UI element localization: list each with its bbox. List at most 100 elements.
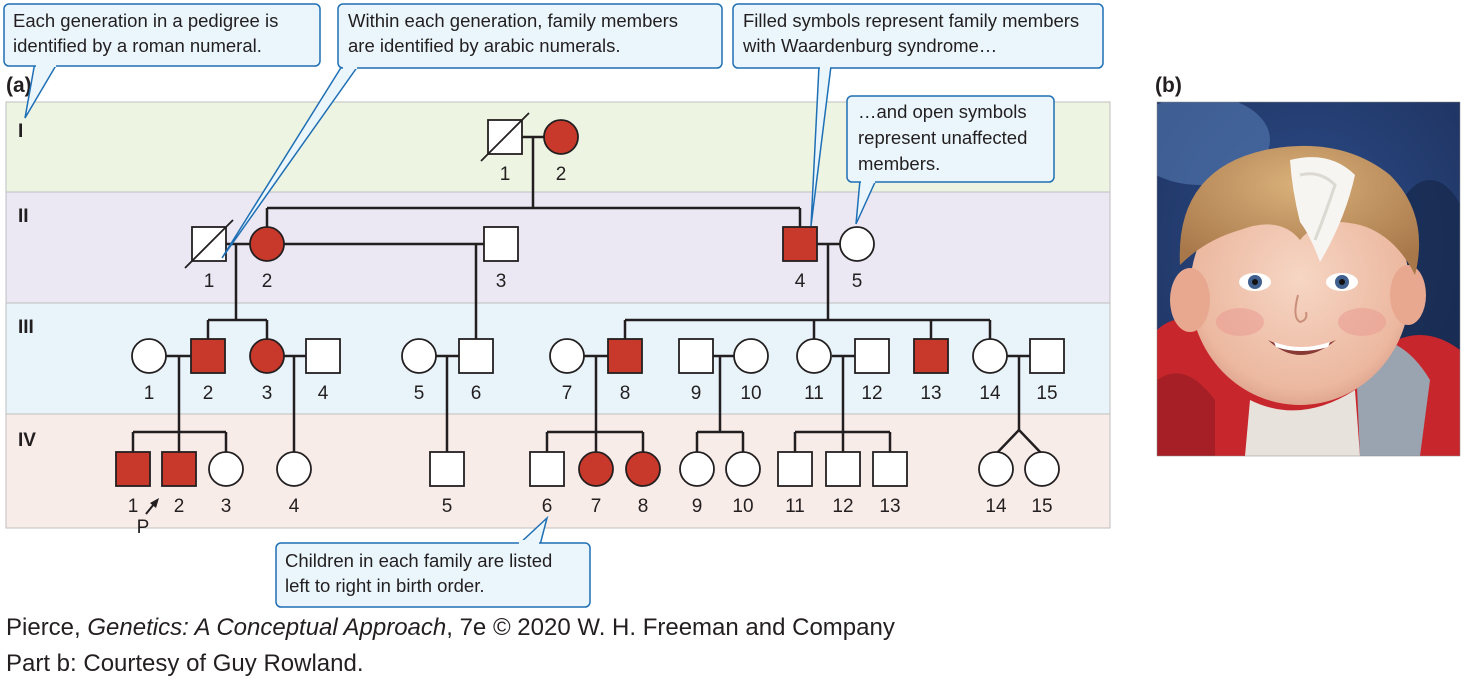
gen-label-II: II — [18, 206, 29, 227]
pedigree-lines — [131, 135, 1043, 455]
individual-II-5: 5 — [839, 226, 875, 292]
individual-IV-2: 2 — [161, 451, 197, 517]
individual-number: 12 — [861, 383, 882, 404]
individual-III-10: 10 — [733, 338, 769, 404]
individual-number: 5 — [414, 383, 425, 404]
male-symbol — [529, 451, 565, 487]
individual-number: 3 — [262, 383, 273, 404]
male-symbol — [115, 451, 151, 487]
individual-number: 13 — [920, 383, 941, 404]
individual-I-1: 1 — [480, 112, 530, 185]
proband-arrow: P — [137, 498, 159, 538]
callout-filled-line1: Filled symbols represent family members — [743, 10, 1079, 31]
individual-IV-6: 6 — [529, 451, 565, 517]
individual-number: 2 — [203, 383, 214, 404]
individual-III-4: 4 — [305, 338, 341, 404]
individual-IV-15: 15 — [1024, 451, 1060, 517]
male-symbol — [607, 338, 643, 374]
credit-line-1-suffix: , 7e © 2020 W. H. Freeman and Company — [446, 614, 895, 641]
individual-number: 4 — [289, 496, 300, 517]
individual-IV-7: 7 — [578, 451, 614, 517]
individual-number: 7 — [562, 383, 573, 404]
callout-open: …and open symbols represent unaffected m… — [846, 95, 1055, 225]
individual-number: 3 — [221, 496, 232, 517]
female-symbol — [276, 451, 312, 487]
male-symbol — [913, 338, 949, 374]
individual-number: 11 — [804, 383, 824, 404]
individual-III-15: 15 — [1029, 338, 1065, 404]
individual-number: 14 — [985, 496, 1007, 517]
female-symbol — [401, 338, 437, 374]
female-symbol — [978, 451, 1014, 487]
individual-II-2: 2 — [249, 226, 285, 292]
individual-III-11: 11 — [796, 338, 832, 404]
male-symbol — [782, 226, 818, 262]
female-symbol — [543, 119, 579, 155]
individual-number: 7 — [591, 496, 602, 517]
female-symbol — [839, 226, 875, 262]
individual-IV-12: 12 — [825, 451, 861, 517]
individual-IV-9: 9 — [679, 451, 715, 517]
individual-number: 10 — [740, 383, 761, 404]
individual-III-12: 12 — [854, 338, 890, 404]
callout-birth-line1: Children in each family are listed — [285, 550, 552, 571]
callout-open-line3: members. — [858, 153, 940, 174]
individual-number: 1 — [500, 164, 511, 185]
callout-open-line1: …and open symbols — [858, 101, 1027, 122]
individual-number: 2 — [556, 164, 567, 185]
individual-IV-13: 13 — [872, 451, 908, 517]
individual-III-6: 6 — [458, 338, 494, 404]
child-photo — [1156, 101, 1461, 457]
callout-filled: Filled symbols represent family members … — [732, 3, 1104, 227]
callout-birth-order: Children in each family are listed left … — [275, 515, 591, 608]
proband-label: P — [137, 517, 150, 538]
individual-number: 6 — [471, 383, 482, 404]
callout-filled-line2: with Waardenburg syndrome… — [742, 35, 997, 56]
callout-arabic-line2: are identified by arabic numerals. — [348, 35, 621, 56]
individual-number: 15 — [1036, 383, 1057, 404]
individual-IV-8: 8 — [625, 451, 661, 517]
individual-III-9: 9 — [678, 338, 714, 404]
female-symbol — [796, 338, 832, 374]
callout-arabic: Within each generation, family members a… — [221, 3, 723, 259]
male-symbol — [190, 338, 226, 374]
deceased-slash — [480, 112, 530, 162]
individual-number: 9 — [692, 496, 703, 517]
gen-label-I: I — [18, 121, 23, 142]
female-symbol — [208, 451, 244, 487]
individual-IV-14: 14 — [978, 451, 1014, 517]
individual-III-14: 14 — [972, 338, 1008, 404]
female-symbol — [972, 338, 1008, 374]
individual-number: 8 — [638, 496, 649, 517]
individual-number: 5 — [852, 271, 863, 292]
panel-b-label: (b) — [1155, 74, 1182, 97]
female-symbol — [725, 451, 761, 487]
individual-number: 3 — [496, 271, 507, 292]
individual-III-1: 1 — [131, 338, 167, 404]
individual-IV-11: 11 — [777, 451, 813, 517]
male-symbol — [161, 451, 197, 487]
individual-III-13: 13 — [913, 338, 949, 404]
individual-number: 14 — [979, 383, 1001, 404]
individual-number: 9 — [691, 383, 702, 404]
individual-number: 10 — [732, 496, 753, 517]
callout-open-line2: represent unaffected — [858, 127, 1027, 148]
panel-a-label: (a) — [6, 74, 32, 97]
individual-IV-3: 3 — [208, 451, 244, 517]
individual-IV-10: 10 — [725, 451, 761, 517]
male-symbol — [777, 451, 813, 487]
male-symbol — [483, 226, 519, 262]
individual-III-7: 7 — [549, 338, 585, 404]
individual-III-5: 5 — [401, 338, 437, 404]
female-symbol — [249, 338, 285, 374]
male-symbol — [429, 451, 465, 487]
female-symbol — [578, 451, 614, 487]
individual-number: 4 — [795, 271, 806, 292]
individual-II-1: 1 — [184, 219, 234, 292]
female-symbol — [625, 451, 661, 487]
male-symbol — [825, 451, 861, 487]
credit-book-title: Genetics: A Conceptual Approach — [87, 614, 447, 641]
callout-roman: Each generation in a pedigree is identif… — [3, 3, 321, 119]
credit-line-1: Pierce, Genetics: A Conceptual Approach,… — [6, 614, 895, 642]
female-symbol — [679, 451, 715, 487]
